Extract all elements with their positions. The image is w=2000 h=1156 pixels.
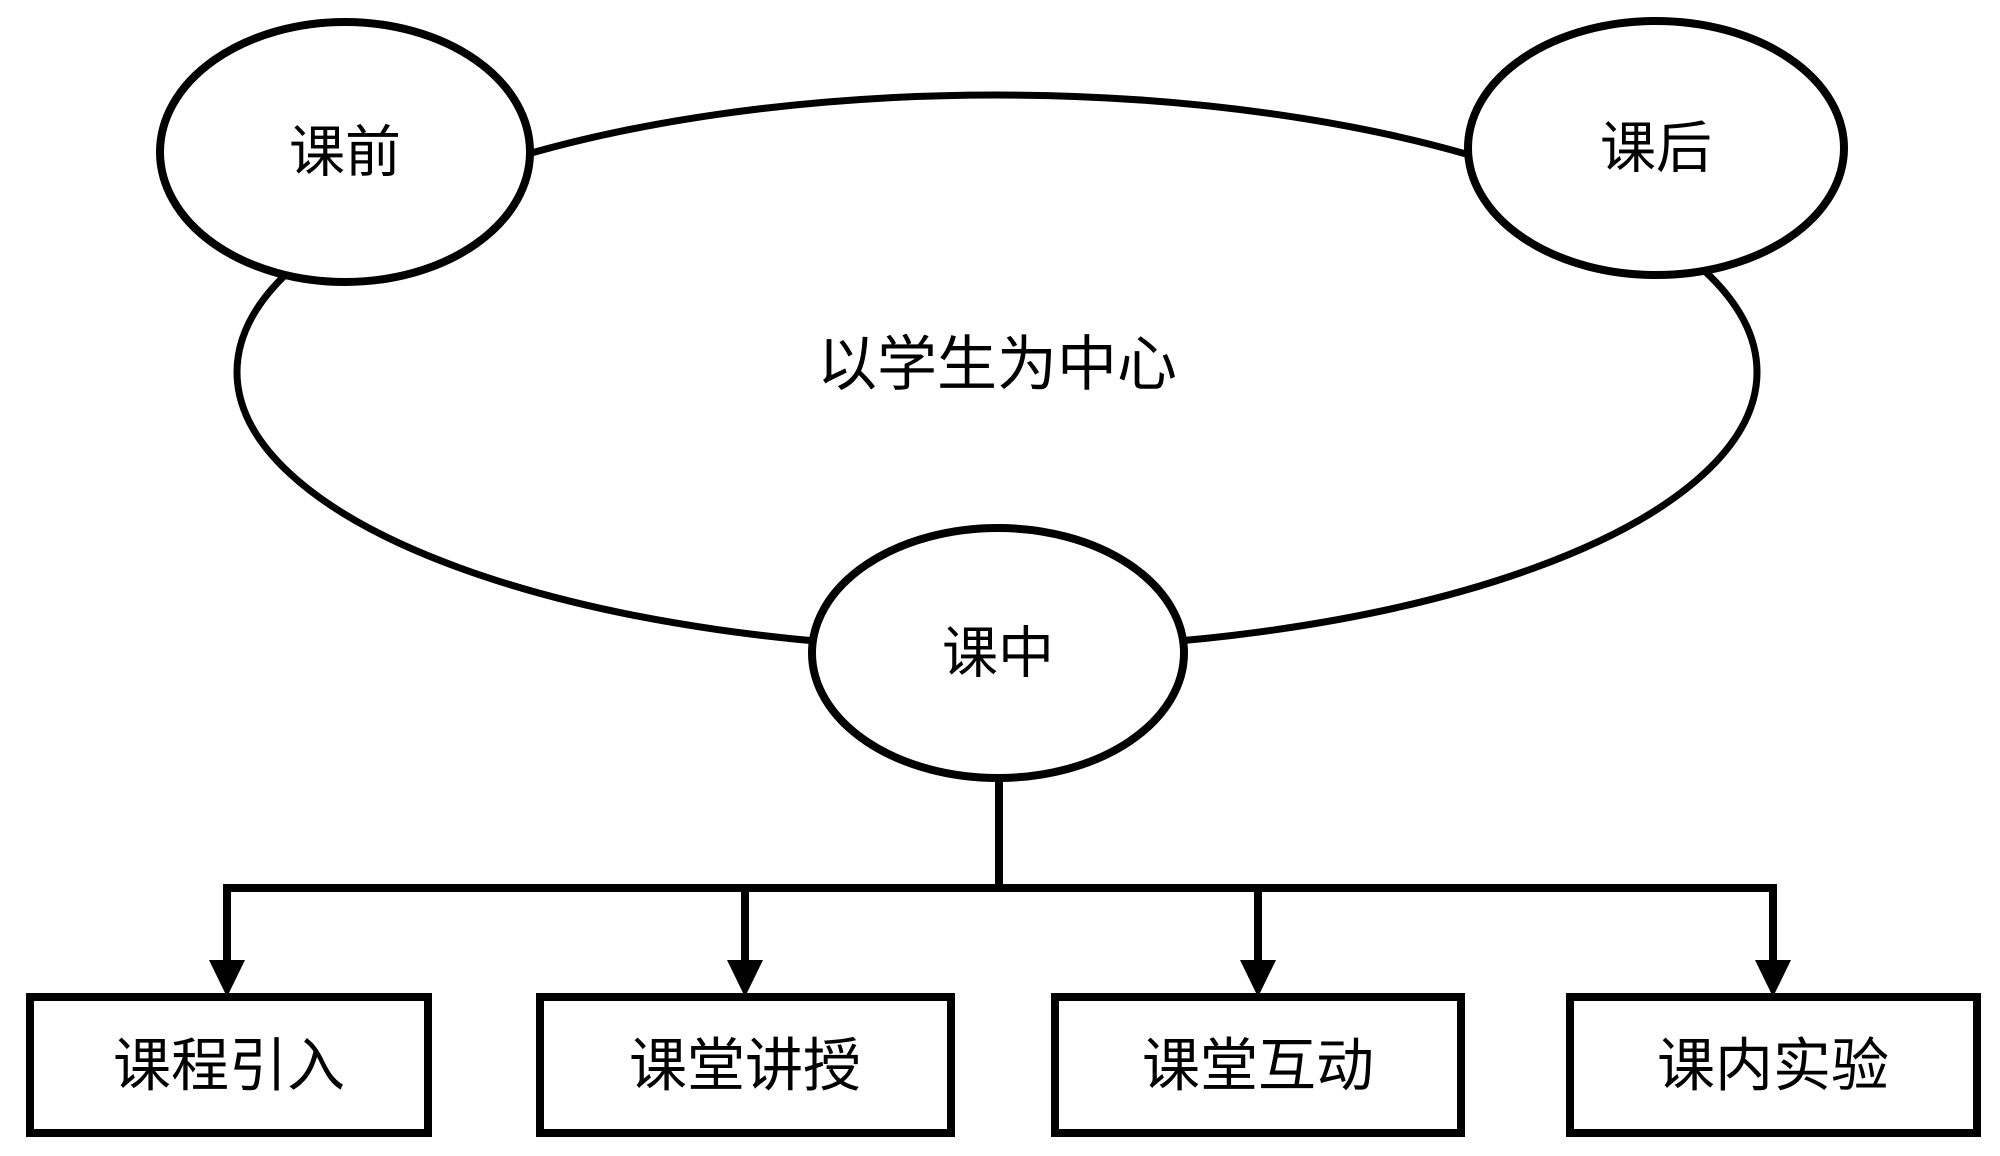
activity-label: 课堂讲授 xyxy=(629,1033,861,1098)
arrow-down-icon xyxy=(209,960,245,997)
arrow-down-icon xyxy=(727,960,763,997)
activity-box-group: 课程引入 课堂讲授 课堂互动 课内实验 xyxy=(26,993,1981,1137)
activity-box-lecture xyxy=(536,993,955,1137)
activity-label: 课内实验 xyxy=(1657,1033,1889,1098)
activity-box-inclass-experiment xyxy=(1566,993,1981,1137)
activity-box-interaction xyxy=(1051,993,1465,1137)
ellipse-during-class xyxy=(808,524,1188,782)
label-during-class: 课中 xyxy=(942,624,1054,686)
ellipse-post-class xyxy=(1464,17,1848,279)
arrow-down-icon xyxy=(1755,960,1791,997)
label-pre-class: 课前 xyxy=(289,123,401,185)
center-label: 以学生为中心 xyxy=(817,331,1177,398)
connector-tree xyxy=(209,770,1791,997)
arrow-down-icon xyxy=(1240,960,1276,997)
activity-label: 课程引入 xyxy=(113,1033,345,1098)
activity-box-course-intro xyxy=(26,993,432,1137)
activity-label: 课堂互动 xyxy=(1142,1033,1374,1098)
label-post-class: 课后 xyxy=(1600,119,1712,181)
ellipse-pre-class xyxy=(156,18,534,286)
